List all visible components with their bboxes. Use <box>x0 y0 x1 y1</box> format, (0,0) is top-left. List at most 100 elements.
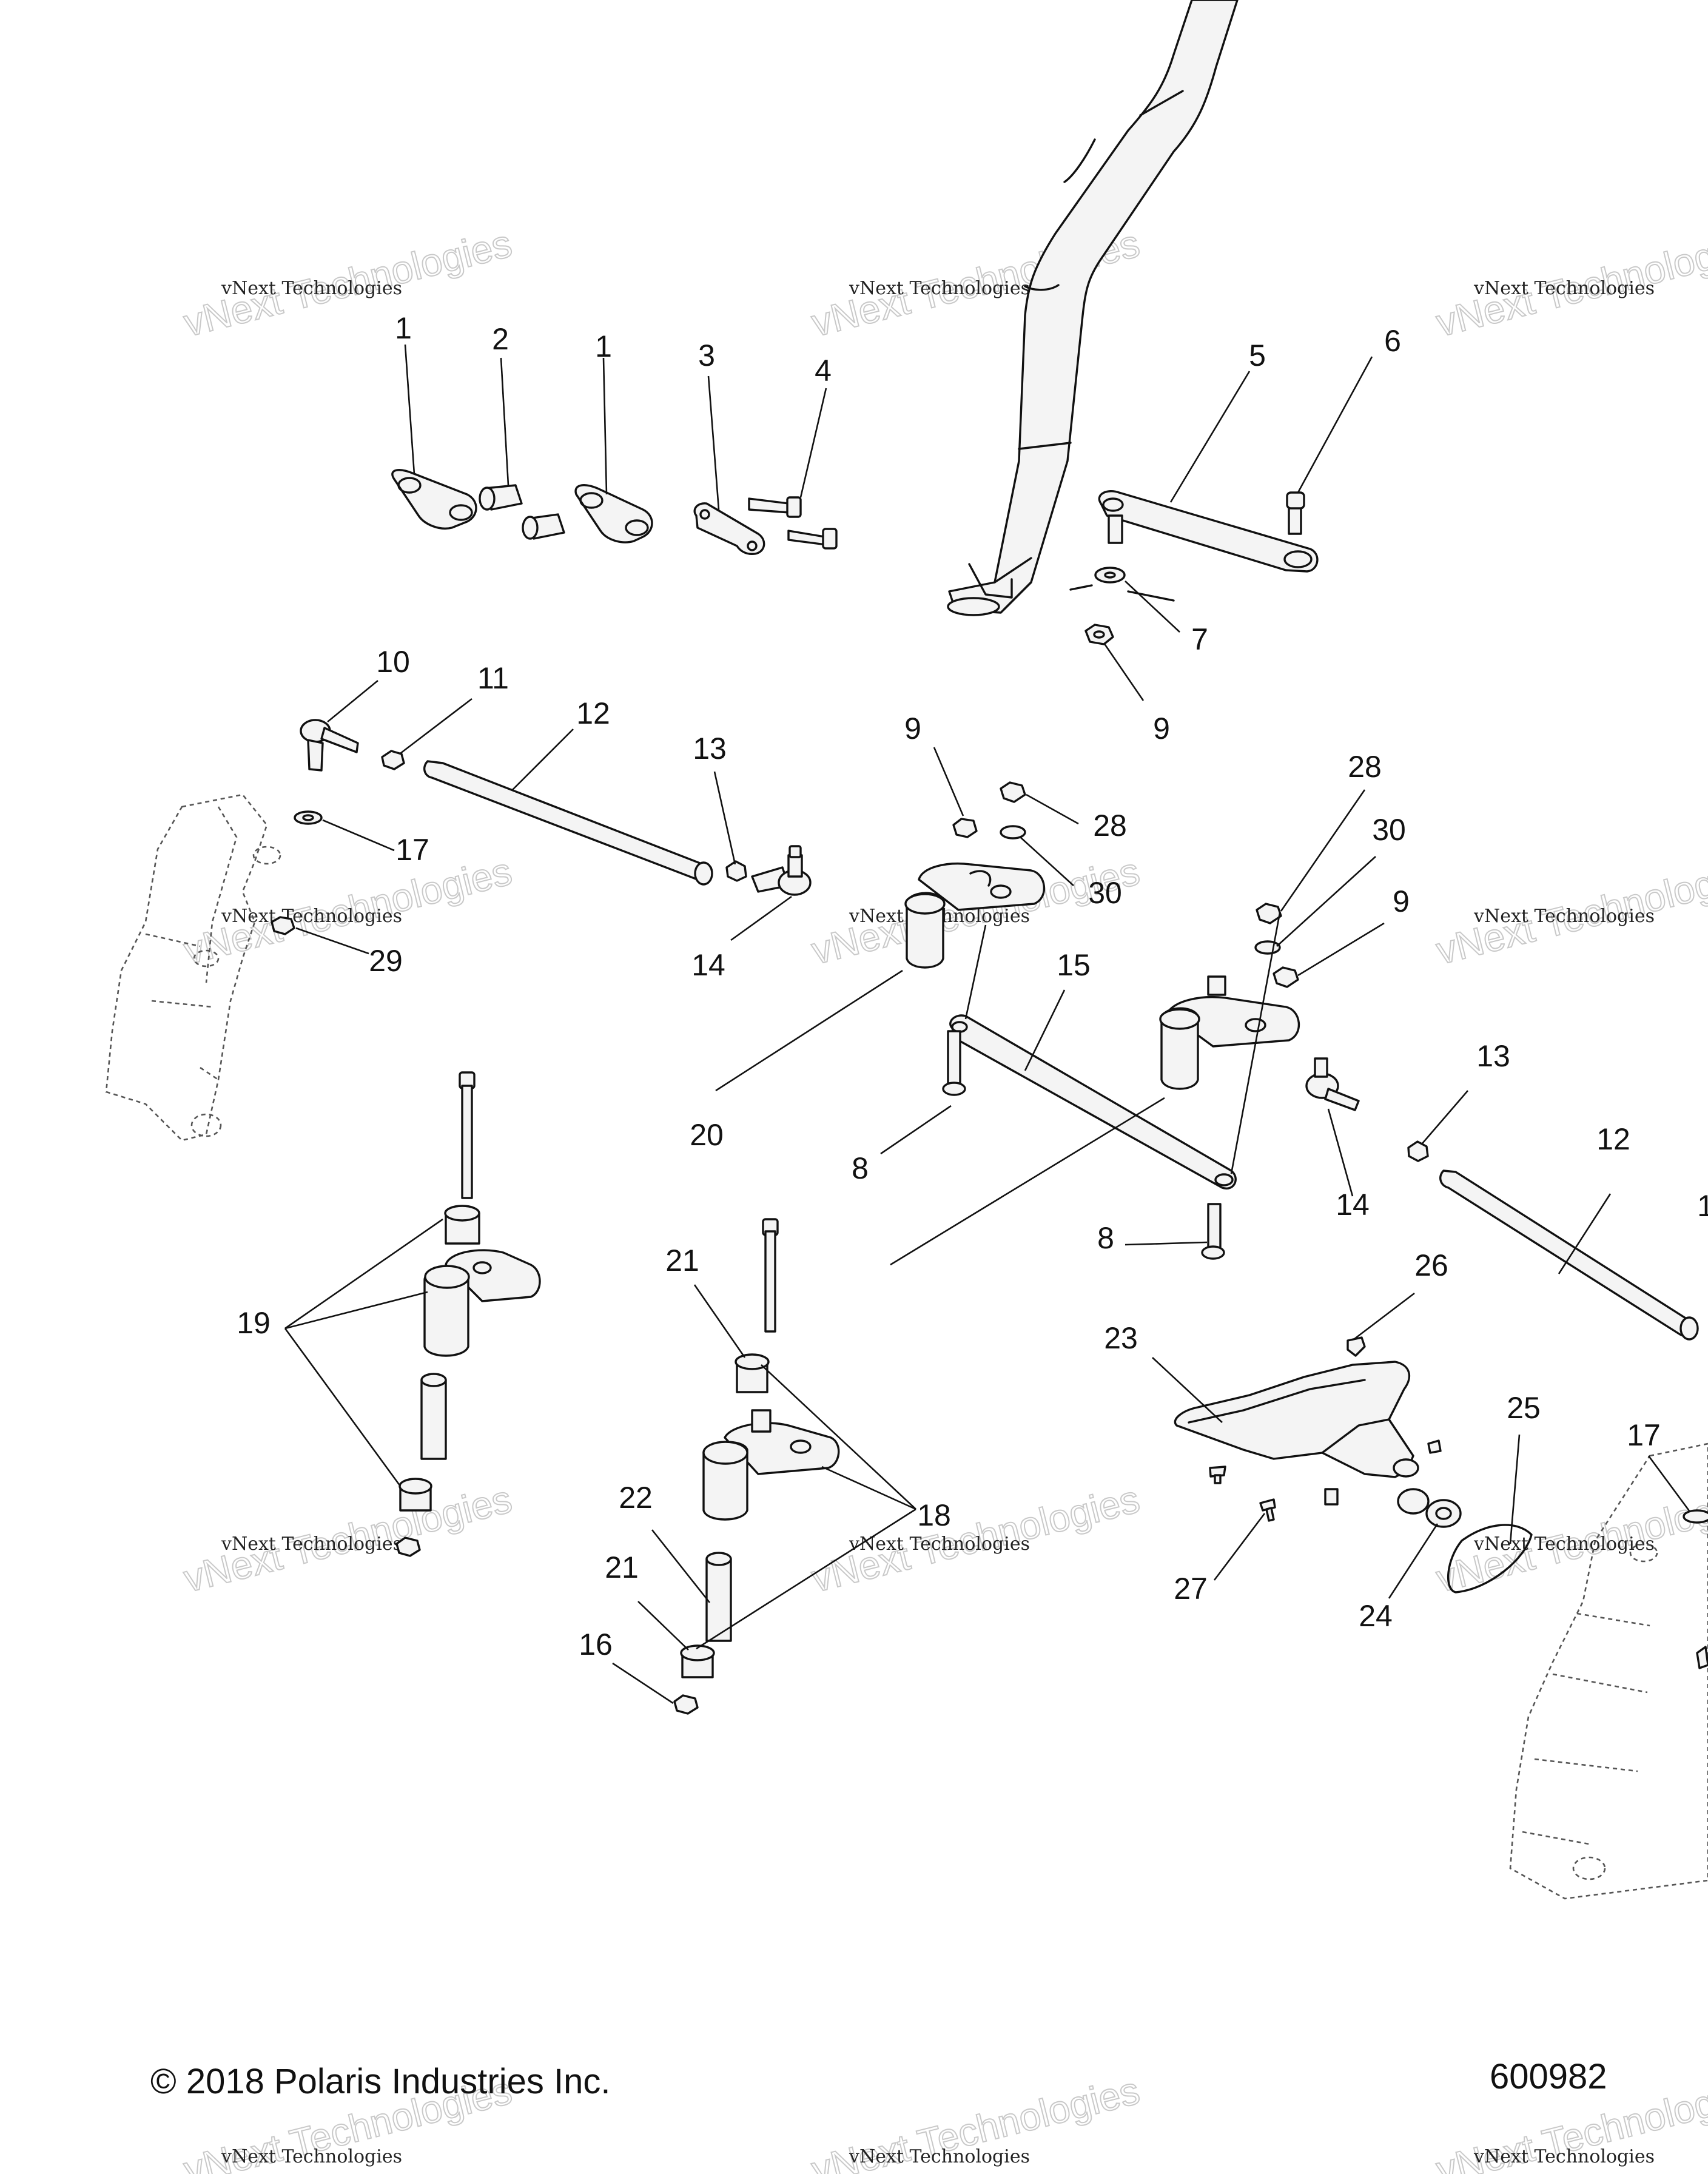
watermark: vNext Technologies vNext Technologies <box>1431 221 1708 346</box>
callout-28: 28 <box>1093 809 1127 843</box>
callout-26: 26 <box>1414 1248 1448 1282</box>
watermark-text: vNext Technologies <box>1473 906 1655 927</box>
idler-bracket-center <box>904 863 1045 969</box>
clamp-part-1a <box>391 469 477 530</box>
bushing-part-19-bottom <box>398 1478 432 1512</box>
watermark: vNext Technologies vNext Technologies <box>1431 849 1708 974</box>
link-plate-part-3 <box>693 502 765 556</box>
callout-1: 1 <box>1697 1189 1708 1223</box>
steering-post-end <box>947 597 1000 616</box>
right-spindle-phantom <box>1509 1442 1708 1900</box>
callout-23: 23 <box>1104 1321 1138 1355</box>
nut-part-9-top <box>1084 624 1114 645</box>
bolt-part-8-left <box>942 1030 966 1096</box>
bushing-part-21-top <box>735 1353 770 1393</box>
callout-25: 25 <box>1507 1391 1541 1425</box>
watermark-text: vNext Technologies <box>221 2146 402 2167</box>
callout-11: 11 <box>477 661 509 695</box>
watermark-text: vNext Technologies <box>221 906 402 927</box>
nut-part-9-center <box>952 818 978 838</box>
callout-4: 4 <box>815 354 832 388</box>
callout-14: 14 <box>691 948 725 982</box>
callout-17: 17 <box>395 833 429 867</box>
callout-8: 8 <box>852 1151 869 1185</box>
tie-rod-part-12-right <box>1439 1169 1699 1341</box>
drawing-number: 600982 <box>1490 2057 1607 2096</box>
callout-9: 9 <box>904 712 921 745</box>
watermark: vNext Technologies vNext Technologies <box>179 1476 517 1601</box>
washer-part-30-center <box>1000 825 1026 840</box>
nut-part-29 <box>271 916 295 935</box>
washer-part-30-right <box>1254 940 1281 955</box>
jam-nut-part-11 <box>381 750 405 770</box>
watermark-text: vNext Technologies <box>221 1533 402 1555</box>
callout-19: 19 <box>237 1306 271 1340</box>
callout-30: 30 <box>1088 876 1122 910</box>
copyright-notice: © 2018 Polaris Industries Inc. <box>150 2062 611 2101</box>
jam-nut-part-13-left <box>725 860 747 882</box>
bushing-part-21-bottom <box>680 1644 715 1678</box>
bolt-part-4 <box>748 496 838 550</box>
callouts: 1 2 1 3 4 5 6 7 9 10 11 12 13 14 17 29 9… <box>237 311 1708 1661</box>
watermark-text: vNext Technologies <box>849 2146 1030 2167</box>
callout-22: 22 <box>619 1481 653 1515</box>
clamp-part-1b <box>574 484 653 544</box>
callout-17: 17 <box>1627 1418 1661 1452</box>
callout-28: 28 <box>1348 750 1382 784</box>
callout-8: 8 <box>1097 1221 1114 1255</box>
bolt-part-6 <box>1286 491 1305 535</box>
callout-7: 7 <box>1191 622 1208 656</box>
watermark: vNext Technologies vNext Technologies <box>807 1476 1145 1601</box>
bushing-part-19-top <box>444 1205 480 1245</box>
nut-part-28-right <box>1256 903 1282 924</box>
screw-part-26 <box>1347 1336 1366 1357</box>
watermark-text: vNext Technologies <box>1473 278 1655 299</box>
callout-5: 5 <box>1249 338 1266 372</box>
bolt-part-19 <box>459 1071 476 1199</box>
watermark: vNext Technologies vNext Technologies <box>1431 1476 1708 1601</box>
callout-21: 21 <box>605 1550 639 1584</box>
nut-part-9-right <box>1273 966 1299 988</box>
callout-6: 6 <box>1384 324 1401 358</box>
callout-24: 24 <box>1359 1599 1393 1633</box>
callout-20: 20 <box>690 1118 724 1152</box>
callout-15: 15 <box>1057 948 1091 982</box>
idler-bracket-right <box>1159 975 1300 1090</box>
jam-nut-part-13-right <box>1407 1140 1429 1162</box>
tie-rod-end-part-10 <box>300 719 359 772</box>
tie-rod-end-part-14-right <box>1305 1057 1360 1111</box>
sleeve-part-22 <box>705 1552 732 1642</box>
sleeve-part-19 <box>420 1373 447 1460</box>
bolt-part-20 <box>762 1218 779 1333</box>
callout-13: 13 <box>693 732 727 766</box>
idler-arm-part-19 <box>423 1249 541 1357</box>
callout-1: 1 <box>395 311 412 345</box>
callout-27: 27 <box>1174 1572 1208 1606</box>
callout-13: 13 <box>1476 1039 1510 1073</box>
callout-9: 9 <box>1393 884 1410 918</box>
callout-14: 14 <box>1336 1188 1370 1222</box>
nut-part-28-center <box>1000 781 1026 803</box>
nut-right-spindle <box>1696 1646 1708 1669</box>
watermark-text: vNext Technologies <box>1473 2146 1655 2167</box>
washer-part-17-left <box>294 810 323 825</box>
callout-18: 18 <box>917 1498 951 1532</box>
watermark-text: vNext Technologies <box>1473 1533 1655 1555</box>
tie-rod-part-12-left <box>423 760 713 886</box>
watermark: vNext Technologies vNext Technologies <box>807 2068 1145 2174</box>
washer-part-17-right <box>1683 1509 1708 1524</box>
callout-2: 2 <box>492 322 509 356</box>
callout-9: 9 <box>1153 712 1170 745</box>
callout-10: 10 <box>376 645 410 679</box>
pitman-arm-part-5 <box>1098 490 1319 573</box>
cover-part-23 <box>1174 1361 1419 1478</box>
watermark: vNext Technologies vNext Technologies <box>179 849 517 974</box>
watermark: vNext Technologies vNext Technologies <box>179 221 517 346</box>
nut-part-16 <box>673 1694 699 1715</box>
callout-3: 3 <box>698 338 715 372</box>
bolt-part-8-right <box>1201 1203 1225 1260</box>
callout-12: 12 <box>576 696 610 730</box>
tie-rod-end-part-14-left <box>751 845 812 896</box>
left-spindle-phantom <box>105 793 281 1142</box>
callout-21: 21 <box>665 1243 699 1277</box>
